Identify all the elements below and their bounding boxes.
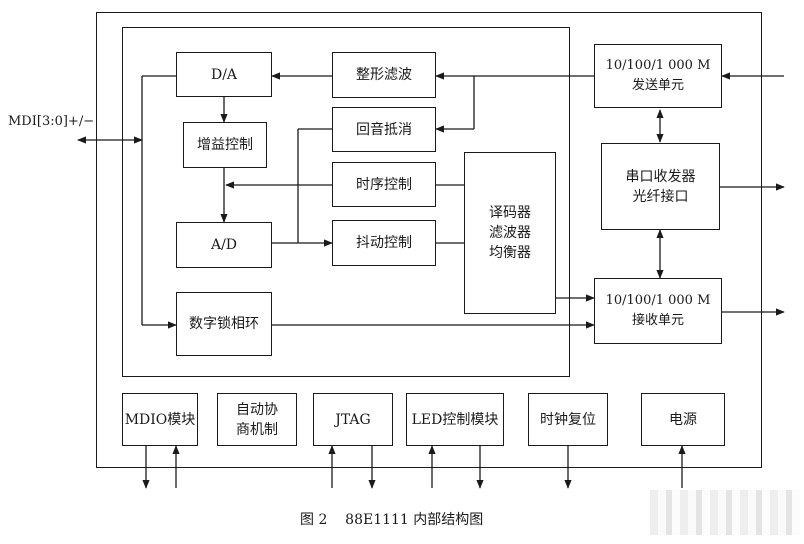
da-block: D/A <box>176 52 272 97</box>
clock-reset-block: 时钟复位 <box>528 393 608 446</box>
shaping-filter-block: 整形滤波 <box>332 52 436 98</box>
rx-unit-block: 10/100/1 000 M 接收单元 <box>594 278 722 344</box>
mdi-label: MDI[3:0]+/− <box>8 114 95 129</box>
tx-unit-speed: 10/100/1 000 M <box>605 58 711 73</box>
rx-unit-speed: 10/100/1 000 M <box>605 293 711 308</box>
timing-control-block: 时序控制 <box>332 162 436 207</box>
jitter-control-block: 抖动控制 <box>332 220 436 266</box>
decoder-filter-equalizer-block: 译码器 滤波器 均衡器 <box>464 152 556 314</box>
decoder-line-2: 滤波器 <box>489 225 531 241</box>
phy-core-frame <box>122 27 570 377</box>
figure-caption: 图 2 88E1111 内部结构图 <box>300 512 484 528</box>
decoder-line-3: 均衡器 <box>489 245 531 261</box>
mdio-module-block: MDIO模块 <box>122 393 198 446</box>
tx-unit-name: 发送单元 <box>631 78 684 93</box>
gain-control-block: 增益控制 <box>183 122 267 168</box>
autoneg-line-1: 自动协 <box>236 401 278 418</box>
chip-outer-frame <box>96 12 762 468</box>
led-control-block: LED控制模块 <box>406 393 504 446</box>
dpll-block: 数字锁相环 <box>176 292 272 356</box>
echo-cancel-block: 回音抵消 <box>332 107 436 152</box>
watermark-noise <box>650 490 800 535</box>
serial-transceiver-block: 串口收发器 光纤接口 <box>601 143 720 230</box>
serial-line-2: 光纤接口 <box>632 188 689 205</box>
jtag-block: JTAG <box>313 393 393 446</box>
autoneg-block: 自动协 商机制 <box>217 393 297 446</box>
serial-line-1: 串口收发器 <box>625 168 696 185</box>
autoneg-line-2: 商机制 <box>236 421 278 438</box>
rx-unit-name: 接收单元 <box>631 313 684 328</box>
tx-unit-block: 10/100/1 000 M 发送单元 <box>594 44 722 108</box>
power-block: 电源 <box>641 393 725 446</box>
ad-block: A/D <box>176 222 272 268</box>
decoder-line-1: 译码器 <box>489 205 531 221</box>
